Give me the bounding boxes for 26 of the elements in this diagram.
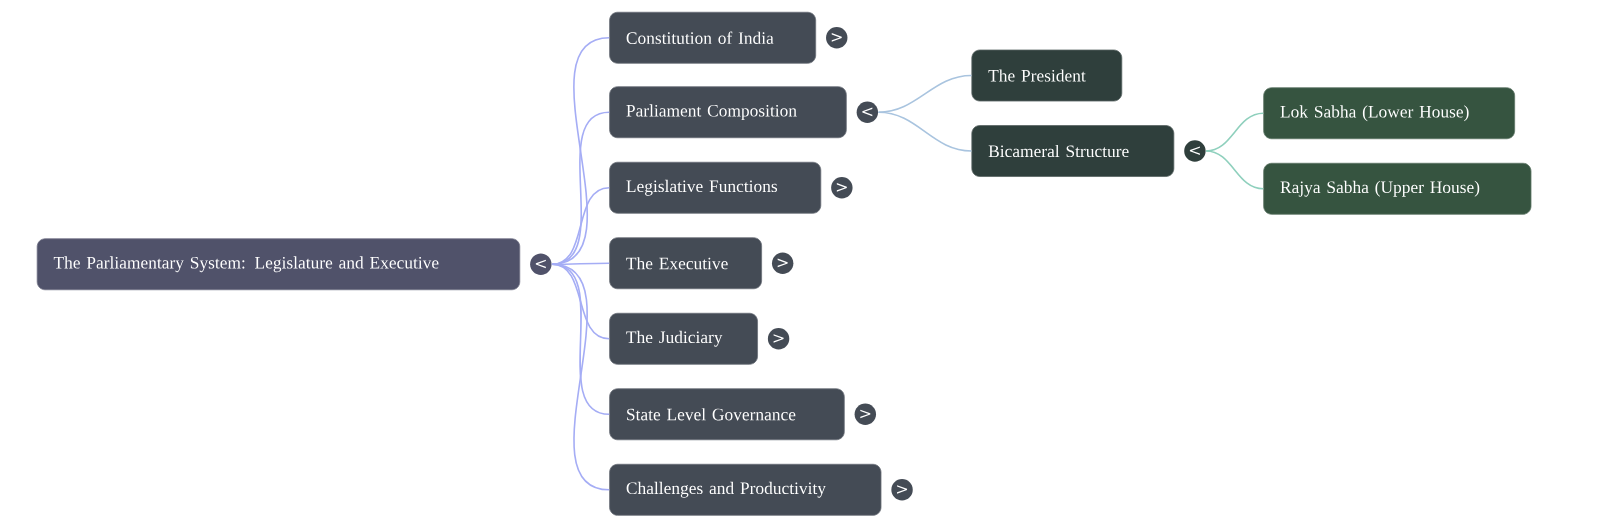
topic-box: The Judiciary (609, 312, 758, 365)
topic-box: Lok Sabha (Lower House) (1263, 87, 1516, 140)
toggle-button: > (891, 479, 913, 501)
topic-box: The Parliamentary System: Legislature and Executive (36, 238, 521, 291)
topic-box: Parliament Composition (609, 86, 847, 139)
toggle-button: > (826, 27, 848, 49)
connector (1205, 150, 1265, 190)
topic-box: State Level Governance (609, 388, 845, 441)
topic-box: Legislative Functions (609, 161, 822, 214)
topic-box: Challenges and Productivity (609, 463, 882, 516)
connector (877, 111, 973, 152)
connector (551, 263, 610, 491)
toggle-button: > (771, 252, 794, 274)
topic-box: Bicameral Structure (971, 125, 1175, 177)
toggle-button: < (530, 253, 552, 275)
toggle-button: < (1184, 140, 1206, 162)
toggle-button: > (831, 177, 853, 199)
connector (551, 262, 610, 266)
topic-box: The Executive (609, 237, 762, 290)
topic-box: Constitution of India (609, 11, 817, 64)
toggle-button: < (856, 101, 879, 123)
topic-box: The President (971, 49, 1123, 102)
topic-box: Rajya Sabha (Upper House) (1263, 162, 1532, 215)
connector (877, 74, 973, 114)
toggle-button: > (854, 403, 876, 425)
toggle-button: > (767, 328, 790, 350)
